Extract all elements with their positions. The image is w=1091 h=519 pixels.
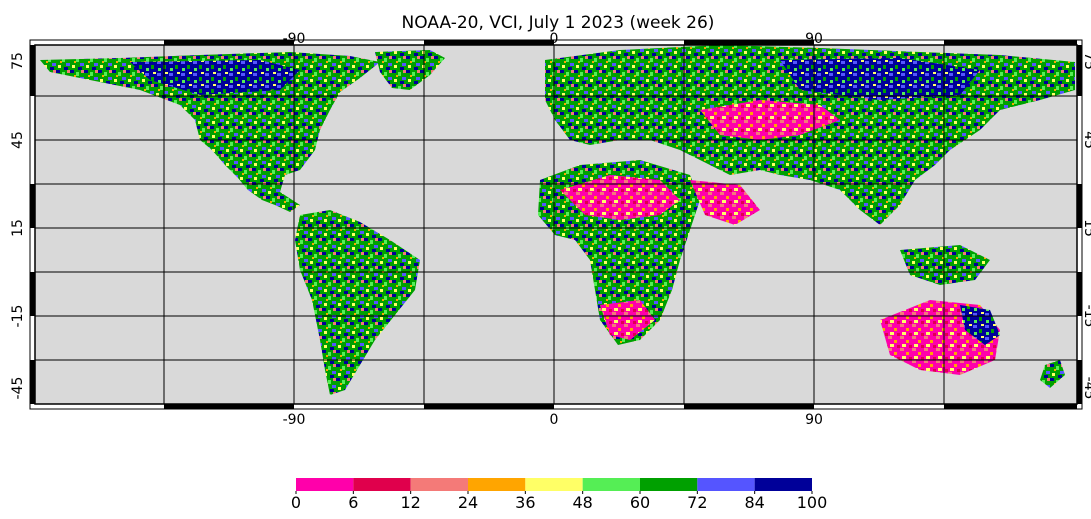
- right-frame-bar: [1077, 45, 1082, 96]
- lat-lon-grid: [35, 45, 1077, 404]
- legend-bin: [468, 478, 526, 491]
- left-frame-bar: [30, 272, 35, 316]
- legend-tick-label: 48: [572, 493, 592, 512]
- legend-tick-label: 36: [515, 493, 535, 512]
- southeast-asia-islands: [900, 245, 990, 285]
- longitude-label-bottom: 90: [805, 412, 823, 428]
- bottom-frame-bar: [424, 404, 554, 409]
- legend-tick-label: 60: [630, 493, 650, 512]
- left-frame-bar: [30, 184, 35, 228]
- south-america-landmass: [295, 210, 420, 395]
- sahara-dry-area: [560, 175, 680, 220]
- legend-tick-label: 72: [687, 493, 707, 512]
- top-frame-bar: [684, 40, 814, 45]
- top-frame-bar: [164, 40, 294, 45]
- top-frame-bar: [424, 40, 554, 45]
- siberia-wet-area: [780, 58, 980, 100]
- left-frame-bar: [30, 45, 35, 96]
- latitude-label-right: 45: [1081, 131, 1091, 149]
- greenland-landmass: [375, 50, 445, 90]
- right-frame-bar: [1077, 184, 1082, 228]
- bottom-frame-bar: [684, 404, 814, 409]
- bottom-frame-bar: [944, 404, 1077, 409]
- longitude-labels-top: -90 0 90: [283, 31, 823, 47]
- right-frame-bar: [1077, 272, 1082, 316]
- latitude-labels-right: 75 45 15 -15 -45: [1081, 52, 1091, 399]
- legend-tick-label: 0: [291, 493, 301, 512]
- top-frame-bar: [944, 40, 1077, 45]
- latitude-label-left: 45: [10, 131, 26, 149]
- land-layer: [40, 45, 1075, 395]
- latitude-label-right: -15: [1081, 305, 1091, 328]
- vci-color-legend: 0 6 12 24 36 48 60 72 84 100: [291, 478, 827, 512]
- longitude-labels-bottom: -90 0 90: [283, 412, 823, 428]
- central-asia-dry-area: [700, 100, 840, 140]
- north-america-landmass: [40, 52, 380, 212]
- latitude-labels-left: 75 45 15 -15 -45: [10, 52, 26, 399]
- right-frame-bar: [1077, 360, 1082, 404]
- latitude-label-left: -15: [10, 305, 26, 328]
- legend-bin: [582, 478, 640, 491]
- latitude-label-left: 75: [10, 52, 26, 70]
- legend-bin: [525, 478, 583, 491]
- longitude-label-bottom: -90: [283, 412, 306, 428]
- new-zealand-landmass: [1040, 360, 1065, 388]
- australia-east-vegetation: [960, 305, 1000, 345]
- frame-tick-bars: [30, 40, 1082, 409]
- latitude-label-right: 75: [1081, 52, 1091, 70]
- longitude-label-top: 90: [805, 31, 823, 47]
- left-frame-bar: [30, 360, 35, 404]
- longitude-label-top: 0: [550, 31, 559, 47]
- legend-tick-label: 100: [797, 493, 828, 512]
- legend-bin: [640, 478, 698, 491]
- legend-tick-label: 6: [348, 493, 358, 512]
- legend-tick-label: 84: [744, 493, 764, 512]
- bottom-frame-bar: [164, 404, 294, 409]
- arabia-dry-area: [690, 180, 760, 225]
- latitude-label-right: -45: [1081, 377, 1091, 400]
- latitude-label-right: 15: [1081, 219, 1091, 237]
- legend-bin: [697, 478, 755, 491]
- southern-africa-dry-area: [600, 300, 655, 340]
- longitude-label-bottom: 0: [550, 412, 559, 428]
- legend-bin: [296, 478, 354, 491]
- legend-tick-label: 24: [458, 493, 478, 512]
- latitude-label-left: 15: [10, 219, 26, 237]
- legend-tick-label: 12: [400, 493, 420, 512]
- legend-bin: [754, 478, 812, 491]
- latitude-label-left: -45: [10, 377, 26, 400]
- legend-bin: [410, 478, 468, 491]
- legend-bin: [353, 478, 411, 491]
- map-title: NOAA-20, VCI, July 1 2023 (week 26): [402, 13, 715, 33]
- canada-wet-area: [130, 60, 300, 95]
- longitude-label-top: -90: [283, 31, 306, 47]
